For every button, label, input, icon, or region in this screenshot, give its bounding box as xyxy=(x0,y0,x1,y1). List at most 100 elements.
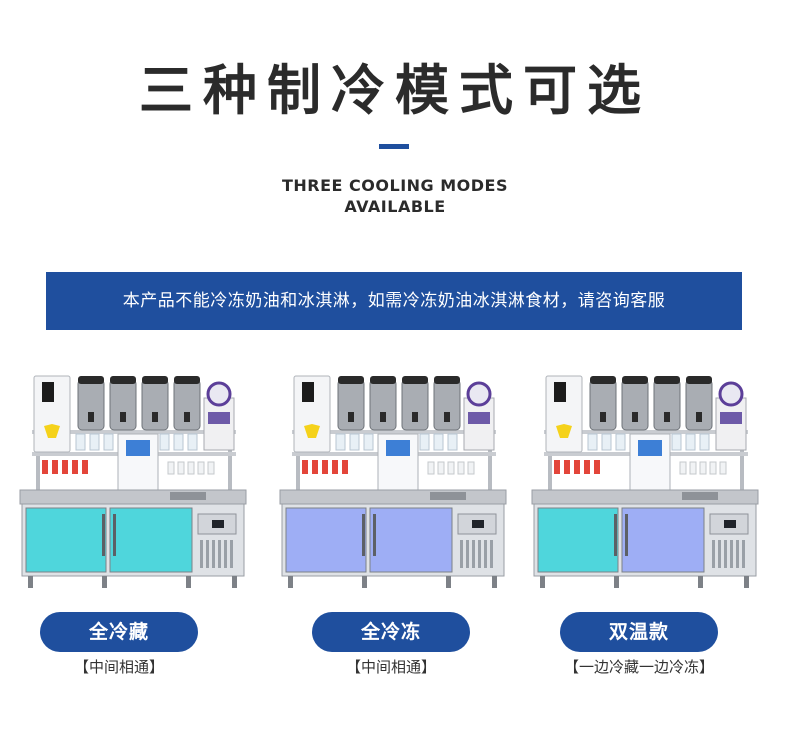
shaker-bottle xyxy=(689,461,697,475)
mode-button-all-freeze[interactable]: 全冷冻 xyxy=(312,612,470,652)
insulated-barrel xyxy=(653,379,681,431)
cup xyxy=(587,433,598,451)
product-image-freeze xyxy=(278,368,508,590)
syrup-bottle xyxy=(42,460,48,474)
cabinet-leg xyxy=(362,576,367,588)
barrel-lid xyxy=(370,376,396,384)
cup xyxy=(173,433,184,451)
syrup-bottle xyxy=(72,460,78,474)
syrup-bottle xyxy=(322,460,328,474)
cabinet-door-left xyxy=(285,507,367,573)
cabinet-leg xyxy=(540,576,545,588)
shaker-bottle xyxy=(167,461,175,475)
vent-slot xyxy=(712,540,715,568)
syrup-bottle xyxy=(62,460,68,474)
syrup-bottle xyxy=(332,460,338,474)
cabinet-leg xyxy=(614,576,619,588)
sink xyxy=(682,492,718,500)
syrup-bottle xyxy=(312,460,318,474)
barrel-lid xyxy=(434,376,460,384)
subtitle-line-2: AVAILABLE xyxy=(344,197,446,216)
syrup-bottle xyxy=(564,460,570,474)
sealing-reel xyxy=(466,381,492,407)
insulated-barrel xyxy=(369,379,397,431)
barrel-tap xyxy=(120,412,126,422)
milk-tea-station-illustration xyxy=(279,375,507,588)
cup xyxy=(601,433,612,451)
shelf xyxy=(544,430,748,434)
syrup-bottle xyxy=(52,460,58,474)
notice-banner: 本产品不能冷冻奶油和冰淇淋，如需冷冻奶油冰淇淋食材，请咨询客服 xyxy=(46,272,742,330)
vent-slot xyxy=(730,540,733,568)
insulated-barrel xyxy=(685,379,713,431)
sink xyxy=(170,492,206,500)
cabinet-leg xyxy=(698,576,703,588)
vent-slot xyxy=(742,540,745,568)
barrel-tap xyxy=(152,412,158,422)
cup xyxy=(699,433,710,451)
shaker-bottle xyxy=(679,461,687,475)
cup xyxy=(335,433,346,451)
shelf-post xyxy=(228,438,232,492)
cup xyxy=(671,433,682,451)
cabinet-door-right xyxy=(369,507,453,573)
insulated-barrel xyxy=(141,379,169,431)
barrel-tap xyxy=(664,412,670,422)
shelf xyxy=(292,430,496,434)
shelf-post xyxy=(548,438,552,492)
barrel-lid xyxy=(402,376,428,384)
syrup-bottle xyxy=(574,460,580,474)
barrel-lid xyxy=(686,376,712,384)
vent-slot xyxy=(224,540,227,568)
cabinet-leg xyxy=(744,576,749,588)
vent-slot xyxy=(212,540,215,568)
dispenser-panel xyxy=(554,382,566,402)
counter-top xyxy=(19,489,247,505)
temperature-display xyxy=(724,520,736,528)
vent-slot xyxy=(200,540,203,568)
barrel-tap xyxy=(412,412,418,422)
syrup-bottle xyxy=(82,460,88,474)
vent-slot xyxy=(484,540,487,568)
cup xyxy=(419,433,430,451)
shaker-bottle xyxy=(427,461,435,475)
cabinet-leg xyxy=(492,576,497,588)
dispenser-panel xyxy=(42,382,54,402)
cabinet-door-right xyxy=(621,507,705,573)
barrel-lid xyxy=(110,376,136,384)
barrel-tap xyxy=(632,412,638,422)
mode-button-all-refrigerate[interactable]: 全冷藏 xyxy=(40,612,198,652)
mode-button-dual-temp[interactable]: 双温款 xyxy=(560,612,718,652)
vent-slot xyxy=(478,540,481,568)
dispenser-heart-icon xyxy=(304,424,320,438)
cabinet-leg xyxy=(288,576,293,588)
milk-tea-station-illustration xyxy=(19,375,247,588)
shaker-bottle xyxy=(447,461,455,475)
mode-note-1: 【中间相通】 xyxy=(73,658,164,676)
sealing-panel xyxy=(468,412,490,424)
sealing-reel xyxy=(718,381,744,407)
shaker-bottle xyxy=(177,461,185,475)
page-title: 三种制冷模式可选 xyxy=(139,59,651,122)
door-handle xyxy=(625,514,628,556)
door-handle xyxy=(362,514,365,556)
vent-slot xyxy=(736,540,739,568)
fructose-display xyxy=(638,440,662,456)
cup xyxy=(103,433,114,451)
vent-slot xyxy=(490,540,493,568)
temperature-display xyxy=(472,520,484,528)
shaker-bottle xyxy=(457,461,465,475)
shaker-bottle xyxy=(699,461,707,475)
syrup-bottle xyxy=(554,460,560,474)
sealing-panel xyxy=(208,412,230,424)
barrel-tap xyxy=(600,412,606,422)
barrel-lid xyxy=(622,376,648,384)
vent-slot xyxy=(218,540,221,568)
barrel-tap xyxy=(184,412,190,422)
mode-note-2: 【中间相通】 xyxy=(345,658,436,676)
cup xyxy=(89,433,100,451)
syrup-bottle xyxy=(584,460,590,474)
barrel-lid xyxy=(174,376,200,384)
milk-tea-station-illustration xyxy=(531,375,759,588)
cabinet-leg xyxy=(28,576,33,588)
